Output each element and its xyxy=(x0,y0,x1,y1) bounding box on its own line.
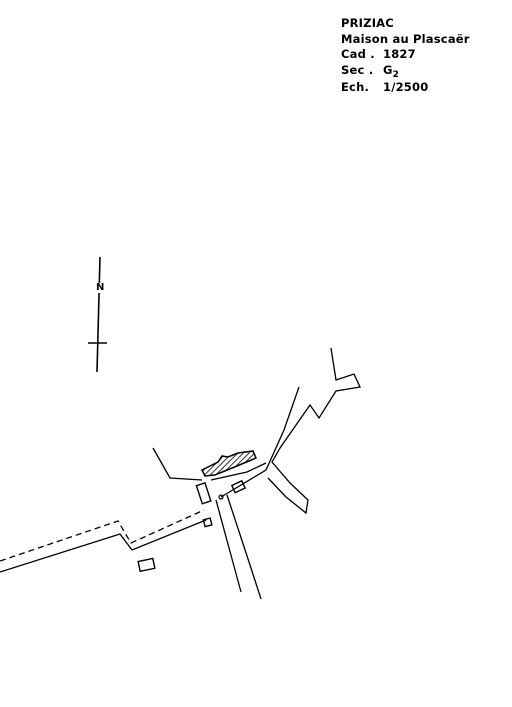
legend-scale: Ech. 1/2500 xyxy=(341,80,470,96)
legend-section-label: Sec . xyxy=(341,62,374,77)
outbuilding-small-east xyxy=(230,479,247,494)
footpath-dashed-upper xyxy=(0,509,205,562)
legend-section-number: 2 xyxy=(392,69,400,80)
legend-section: Sec . G2 xyxy=(341,63,470,81)
legend-scale-label: Ech. xyxy=(341,80,370,94)
outbuilding-tall xyxy=(195,482,212,505)
legend-cadastre-label: Cad . xyxy=(341,47,375,61)
road-edge-near-house xyxy=(210,462,267,481)
north-arrow-label: N xyxy=(95,282,106,293)
map-legend: PRIZIAC Maison au Plascaër Cad . 1827 Sec… xyxy=(341,16,470,96)
outbuilding-tiny xyxy=(202,517,213,528)
well-marker xyxy=(218,494,224,500)
parcel-boundary-west xyxy=(152,447,203,481)
north-arrow-shaft xyxy=(96,256,101,373)
road-south-west-edge xyxy=(215,499,242,593)
north-arrow xyxy=(88,256,107,373)
legend-commune: PRIZIAC xyxy=(341,16,394,30)
road-north-east-edge xyxy=(267,347,361,515)
legend-place: Maison au Plascaër xyxy=(341,31,470,46)
road-south-east-edge xyxy=(226,494,262,600)
legend-scale-value: 1/2500 xyxy=(383,80,429,94)
footpath-solid-lower xyxy=(0,519,207,573)
legend-cadastre-year: 1827 xyxy=(383,47,416,61)
legend-section-letter: G xyxy=(383,62,393,77)
legend-cadastre: Cad . 1827 xyxy=(341,47,470,63)
outbuilding-south-west xyxy=(137,557,156,573)
hatched-house xyxy=(200,450,257,477)
